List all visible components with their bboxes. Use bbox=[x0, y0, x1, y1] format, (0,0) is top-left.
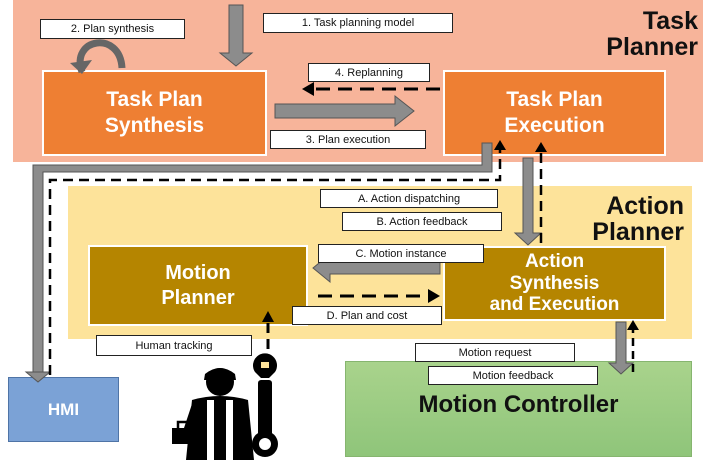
replanning-label: 4. Replanning bbox=[308, 63, 430, 82]
motion-instance-label: C. Motion instance bbox=[318, 244, 484, 263]
human-worker-icon bbox=[180, 368, 254, 460]
hmi-feedback-dashed bbox=[48, 148, 502, 375]
action-feedback-label: B. Action feedback bbox=[342, 212, 502, 231]
task-planning-model-arrow bbox=[218, 4, 254, 67]
plan-and-cost-head bbox=[428, 289, 440, 303]
motion-controller-title: Motion Controller bbox=[418, 391, 619, 418]
action-dispatching-arrow bbox=[513, 157, 543, 246]
task-plan-synthesis-box: Task Plan Synthesis bbox=[42, 70, 267, 156]
replanning-arrow-head bbox=[302, 82, 314, 96]
motion-planner-box: Motion Planner bbox=[88, 245, 308, 326]
motion-request-arrow bbox=[607, 321, 635, 375]
plan-execution-arrow bbox=[274, 94, 415, 128]
task-planner-title: Task Planner bbox=[606, 7, 698, 62]
hmi-box: HMI bbox=[8, 377, 119, 442]
task-plan-execution-box: Task Plan Execution bbox=[443, 70, 666, 156]
plan-execution-label: 3. Plan execution bbox=[270, 130, 426, 149]
action-feedback-head bbox=[535, 142, 547, 152]
plan-and-cost-label: D. Plan and cost bbox=[292, 306, 442, 325]
action-planner-title: Action Planner bbox=[592, 192, 684, 247]
motion-feedback-label: Motion feedback bbox=[428, 366, 598, 385]
task-planning-model-label: 1. Task planning model bbox=[263, 13, 453, 33]
hmi-feedback-head bbox=[494, 140, 506, 150]
human-tracking-label: Human tracking bbox=[96, 335, 252, 356]
wrench-icon bbox=[252, 353, 278, 457]
motion-feedback-head bbox=[627, 320, 639, 330]
toolbox-icon bbox=[172, 420, 198, 444]
execution-to-hmi-head bbox=[24, 371, 52, 383]
plan-synthesis-label: 2. Plan synthesis bbox=[40, 19, 185, 39]
motion-request-label: Motion request bbox=[415, 343, 575, 362]
plan-synthesis-loop-head bbox=[70, 60, 92, 74]
action-dispatching-label: A. Action dispatching bbox=[320, 189, 498, 208]
human-tracking-head bbox=[262, 311, 274, 322]
